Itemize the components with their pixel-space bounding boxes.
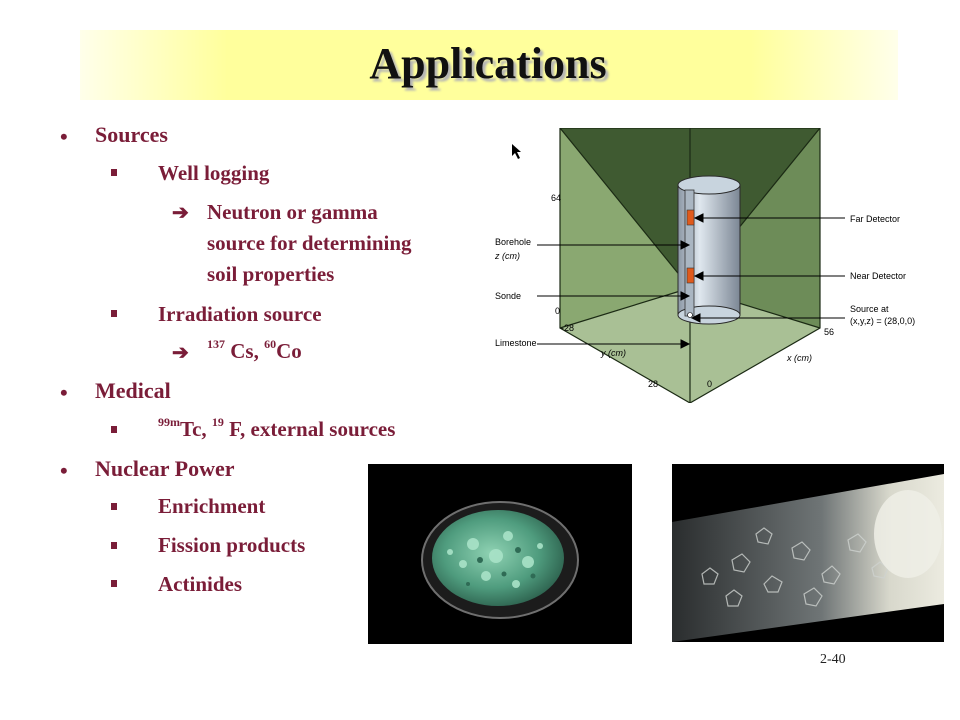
bullet-dot: • (60, 380, 68, 405)
label-near-detector: Near Detector (850, 271, 906, 281)
item-cs-co: 137 Cs, 60Co (207, 337, 302, 364)
title-band (80, 30, 898, 100)
well-logging-diagram: 64 Borehole z (cm) Sonde 0 -28 Limestone… (494, 128, 915, 403)
label-source-at: Source at (850, 304, 889, 314)
arrow-bullet-icon: ➔ (172, 202, 189, 224)
square-bullet (111, 169, 117, 176)
square-bullet (111, 542, 117, 549)
square-bullet (111, 310, 117, 317)
label-y-28: 28 (648, 379, 658, 389)
label-sonde: Sonde (495, 291, 521, 301)
bullet-dot: • (60, 124, 68, 149)
label-far-detector: Far Detector (850, 214, 900, 224)
cursor-icon (512, 144, 521, 159)
green-powder-photo (368, 464, 632, 644)
item-nuclear-power: Nuclear Power (95, 456, 235, 481)
tc-mass-number: 99m (158, 415, 180, 429)
square-bullet (111, 426, 117, 433)
borehole-top (677, 175, 741, 195)
arrow-bullet-icon: ➔ (172, 342, 189, 364)
far-detector (686, 209, 695, 226)
label-x-56: 56 (824, 327, 834, 337)
label-zero-left: 0 (555, 306, 560, 316)
cs-label: Cs, (225, 339, 265, 363)
co-label: Co (276, 339, 302, 363)
f-label: F, external sources (223, 417, 396, 441)
square-bullet (111, 580, 117, 587)
crystals-photo (672, 464, 944, 642)
source-point (687, 312, 693, 318)
square-bullet (111, 503, 117, 510)
item-irradiation: Irradiation source (158, 302, 322, 326)
page-number: 2-40 (820, 652, 846, 667)
bullet-dot: • (60, 458, 68, 483)
item-sources: Sources (95, 122, 168, 147)
item-neutron-line1: Neutron or gamma (207, 200, 378, 224)
item-medical: Medical (95, 378, 171, 403)
item-neutron-line2: source for determining (207, 231, 412, 255)
item-enrichment: Enrichment (158, 494, 266, 518)
label-minus-28: -28 (561, 323, 574, 333)
tc-label: Tc, (180, 417, 212, 441)
label-borehole: Borehole (495, 237, 531, 247)
label-source-coords: (x,y,z) = (28,0,0) (850, 316, 915, 326)
label-z-cm: z (cm) (494, 251, 520, 261)
item-fission-products: Fission products (158, 533, 306, 557)
item-tc-f: 99mTc, 19 F, external sources (158, 415, 396, 442)
item-neutron-line3: soil properties (207, 262, 335, 286)
label-y-cm: y (cm) (600, 348, 626, 358)
label-x-cm: x (cm) (786, 353, 812, 363)
label-limestone: Limestone (495, 338, 537, 348)
near-detector (686, 267, 695, 284)
f-mass-number: 19 (211, 415, 224, 429)
item-well-logging: Well logging (158, 161, 270, 185)
label-z-64: 64 (551, 193, 561, 203)
page-title: Applications (369, 39, 607, 88)
item-actinides: Actinides (158, 572, 242, 596)
co-mass-number: 60 (264, 337, 277, 351)
cs-mass-number: 137 (207, 337, 225, 351)
label-zero-bottom: 0 (707, 379, 712, 389)
